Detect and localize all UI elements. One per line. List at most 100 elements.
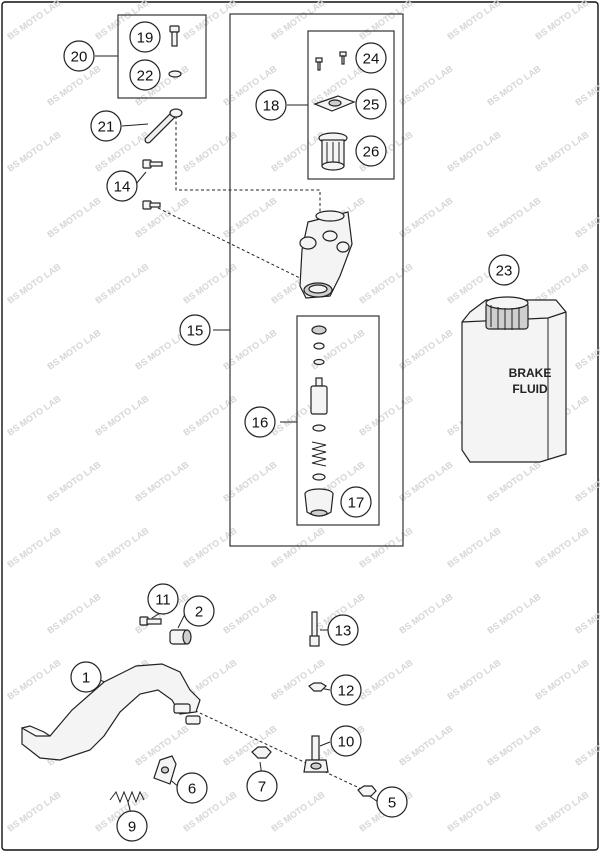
watermark-text: BS MOTO LAB [533,789,591,834]
callout-10: 10 [330,725,362,757]
watermark-text: BS MOTO LAB [397,459,455,504]
watermark-text: BS MOTO LAB [533,525,591,570]
watermark-text: BS MOTO LAB [445,0,503,42]
callout-number: 7 [258,779,266,796]
watermark-text: BS MOTO LAB [445,789,503,834]
watermark-text: BS MOTO LAB [45,195,103,240]
watermark-text: BS MOTO LAB [573,459,600,504]
callout-17: 17 [340,486,372,518]
screws-24-part [315,51,347,71]
callout-18: 18 [255,89,287,121]
callout-circle [129,21,161,53]
nut-5-part [357,785,377,797]
callout-2: 2 [183,595,215,627]
watermark-text: BS MOTO LAB [573,591,600,636]
callout-15: 15 [179,314,211,346]
watermark-text: BS MOTO LAB [5,0,63,42]
bolt-14-axis-line [157,207,311,284]
callout-19: 19 [129,21,161,53]
callout-number: 9 [128,819,136,836]
callout-7: 7 [246,770,278,802]
callout-number: 20 [71,49,88,66]
callout-number: 23 [496,263,513,280]
callout-9: 9 [116,810,148,842]
callout-number: 21 [98,119,115,136]
callout-number: 24 [363,51,380,68]
watermark-text: BS MOTO LAB [269,525,327,570]
callout-number: 17 [348,495,365,512]
reservoir-cover-25-part [313,95,356,112]
watermark-text: BS MOTO LAB [45,327,103,372]
callout-circle [90,110,122,142]
watermark-text: BS MOTO LAB [485,591,543,636]
callout-circle [129,59,161,91]
bolt-11-part [139,616,162,626]
pushrod-13-part [309,611,320,647]
watermark-text: BS MOTO LAB [397,723,455,768]
watermark-text: BS MOTO LAB [5,657,63,702]
watermark-text: BS MOTO LAB [485,63,543,108]
callout-circle [327,614,359,646]
callout-number: 19 [137,30,154,47]
watermark-text: BS MOTO LAB [5,261,63,306]
watermark-text: BS MOTO LAB [573,195,600,240]
watermark-text: BS MOTO LAB [573,327,600,372]
callout-circle [355,135,387,167]
callout-circle [355,88,387,120]
callout-14: 14 [106,170,138,202]
callout-circle [70,661,102,693]
boot-17-part [304,488,334,517]
watermark-text: BS MOTO LAB [485,459,543,504]
callout-number: 10 [338,734,355,751]
watermark-text: BS MOTO LAB [533,129,591,174]
callout-circle [330,674,362,706]
fluid-can-label-line1: BRAKE [509,366,552,380]
callout-circle [330,725,362,757]
callout-number: 25 [363,97,380,114]
clevis-10-part [303,735,329,773]
watermark-text: BS MOTO LAB [533,0,591,42]
watermark-text: BS MOTO LAB [397,327,455,372]
callout-circle [183,595,215,627]
callout-number: 11 [155,592,171,609]
watermark-text: BS MOTO LAB [573,723,600,768]
callout-circle [244,406,276,438]
watermark-text: BS MOTO LAB [357,0,415,42]
callout-5: 5 [376,786,408,818]
callout-circle [116,810,148,842]
watermark-text: BS MOTO LAB [397,63,455,108]
master-cylinder-part [299,210,353,299]
callout-24: 24 [355,42,387,74]
callout-22: 22 [129,59,161,91]
brake-pedal-1-part [21,663,201,761]
callout-circle [255,89,287,121]
nut-7-part [251,746,272,759]
watermark-text: BS MOTO LAB [269,0,327,42]
watermark-text: BS MOTO LAB [397,195,455,240]
watermark-text: BS MOTO LAB [357,261,415,306]
callout-number: 26 [363,144,380,161]
bolt-19-part [169,25,180,47]
callout-16: 16 [244,406,276,438]
pushrod-axis-line [184,705,371,794]
watermark-text: BS MOTO LAB [533,261,591,306]
callout-6: 6 [176,772,208,804]
fluid-can-label-line2: FLUID [512,382,548,396]
watermark-text: BS MOTO LAB [445,525,503,570]
watermark-text: BS MOTO LAB [5,789,63,834]
callout-number: 5 [388,795,396,812]
washer-22-part [168,70,182,78]
callout-circle [246,770,278,802]
callout-circle [147,583,179,615]
hose-to-cylinder-line [175,116,321,222]
watermark-text: BS MOTO LAB [573,63,600,108]
bushing-2-part [169,629,192,645]
brake-fluid-can-part: BRAKE FLUID [461,296,567,463]
callout-circle [376,786,408,818]
watermark-text: BS MOTO LAB [397,591,455,636]
watermark-text: BS MOTO LAB [445,129,503,174]
watermark-text: BS MOTO LAB [133,195,191,240]
callout-25: 25 [355,88,387,120]
callout-21: 21 [90,110,122,142]
